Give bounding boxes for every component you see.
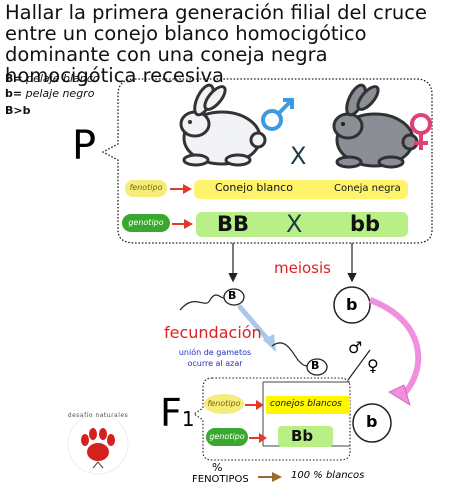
key-black: b= pelaje negro bbox=[5, 87, 94, 100]
phenotype-male: Conejo blanco bbox=[215, 181, 293, 194]
f1-phenotype-bar bbox=[266, 396, 350, 414]
f1-genotype: Bb bbox=[291, 427, 314, 445]
page-title: Hallar la primera generación filial del … bbox=[5, 1, 427, 87]
gamete-female-2: b bbox=[366, 412, 378, 431]
genotype-cross: X bbox=[286, 210, 303, 238]
f1-label-sub: 1 bbox=[181, 407, 195, 431]
f1-fenotipo-label: fenotipo bbox=[207, 399, 241, 408]
paw-logo-icon bbox=[67, 413, 129, 475]
key-white-text: pelaje blanco bbox=[26, 72, 100, 85]
genotype-bar bbox=[196, 212, 408, 237]
f1-fenotipo-pill bbox=[204, 394, 244, 414]
gamete-male-2: B bbox=[311, 359, 320, 372]
male-symbol-icon bbox=[261, 98, 294, 131]
fenotipo-pill bbox=[125, 180, 167, 197]
phenotype-bar bbox=[194, 180, 408, 199]
rabbit-cross-symbol: X bbox=[290, 142, 307, 170]
sperm-tail-1 bbox=[179, 294, 225, 311]
union-note-1: unión de gametos bbox=[178, 348, 252, 357]
key-dominance: B>b bbox=[5, 104, 31, 117]
female-symbol-icon bbox=[410, 113, 432, 150]
meiosis-label: meiosis bbox=[274, 259, 331, 277]
sperm-head-1 bbox=[223, 288, 245, 306]
logo-text: desafío naturales bbox=[67, 412, 129, 419]
ovule-2 bbox=[352, 403, 392, 443]
fenotipo-label: fenotipo bbox=[129, 183, 163, 192]
sperm-tail-2 bbox=[271, 342, 309, 367]
genotipo-arrow bbox=[172, 219, 193, 229]
key-white-symbol: B= bbox=[5, 72, 23, 85]
sperm-head-2 bbox=[306, 358, 328, 376]
key-black-text: pelaje negro bbox=[25, 87, 95, 100]
f1-phenotype: conejos blancos bbox=[270, 399, 342, 409]
union-note-2: ocurre al azar bbox=[187, 359, 243, 368]
genotype-female: bb bbox=[350, 212, 381, 236]
f1-label-f: F bbox=[160, 391, 182, 435]
genotype-male: BB bbox=[217, 212, 250, 236]
f1-genotipo-pill bbox=[206, 428, 248, 446]
f1-label: F1 bbox=[160, 394, 195, 438]
f1-genotype-bar bbox=[278, 426, 333, 447]
genotipo-label: genotipo bbox=[128, 218, 164, 227]
f1-genotipo-label: genotipo bbox=[209, 432, 245, 441]
p-label: P bbox=[72, 123, 97, 169]
f1-genotipo-arrow bbox=[249, 433, 267, 443]
fenotipos-arrow bbox=[258, 472, 282, 482]
fenotipos-label: FENOTIPOS bbox=[192, 474, 249, 485]
phenotype-female: Coneja negra bbox=[334, 183, 401, 194]
f1-fenotipo-arrow bbox=[245, 400, 264, 410]
key-black-symbol: b= bbox=[5, 87, 23, 100]
white-rabbit-icon bbox=[179, 83, 267, 167]
gray-rabbit-icon bbox=[332, 83, 419, 169]
f1-callout-box bbox=[193, 377, 351, 461]
fenotipos-result: 100 % blancos bbox=[291, 470, 365, 481]
pink-arrow bbox=[368, 297, 422, 401]
fenotipo-arrow bbox=[170, 184, 192, 194]
fecundacion-label: fecundación bbox=[164, 323, 262, 342]
punnett-male-symbol: ♂ bbox=[348, 338, 363, 357]
ovule-1 bbox=[333, 286, 371, 324]
gamete-male-1: B bbox=[228, 289, 237, 302]
punnett-female-symbol: ♀ bbox=[367, 356, 379, 375]
fenotipos-percent: % bbox=[212, 461, 223, 474]
genotipo-pill bbox=[122, 214, 170, 232]
key-white: B= pelaje blanco bbox=[5, 72, 100, 85]
gamete-female-1: b bbox=[346, 295, 358, 314]
p-callout-box bbox=[101, 78, 433, 244]
